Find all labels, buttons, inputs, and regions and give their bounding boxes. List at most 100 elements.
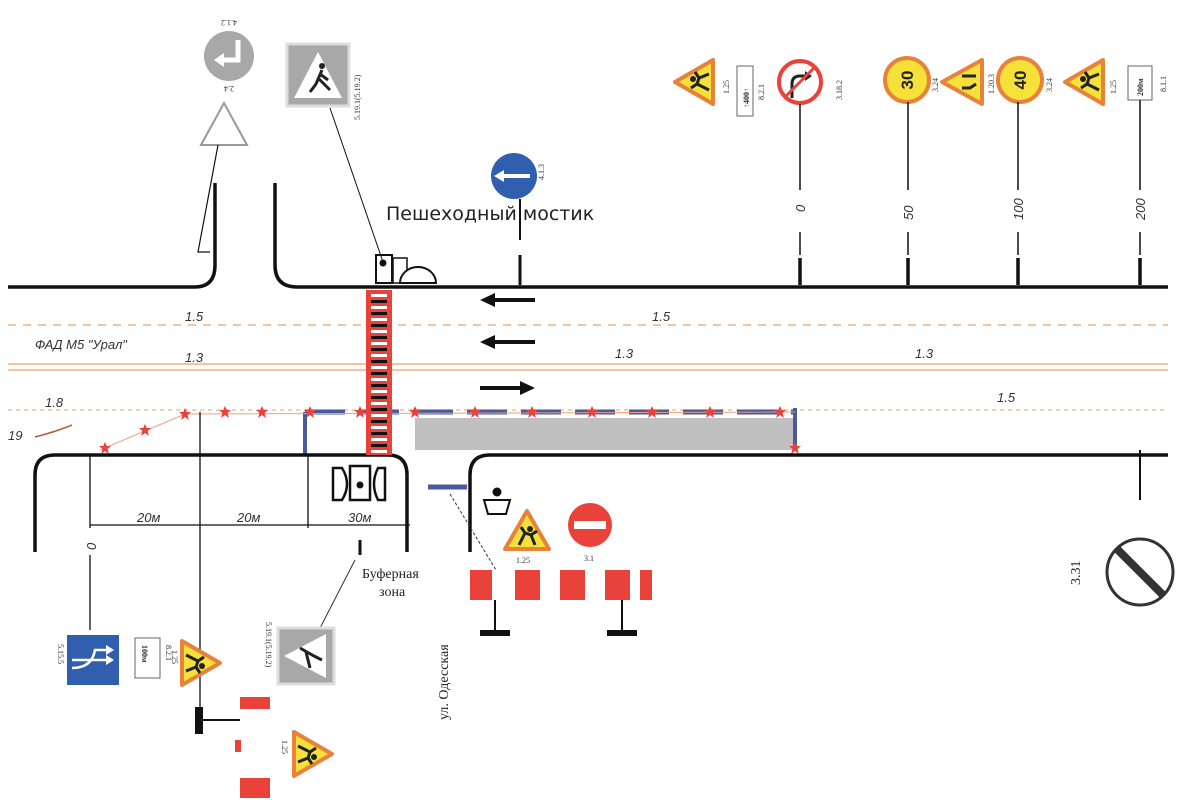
crosswalk-stripe bbox=[371, 294, 387, 297]
buffer-zone-label: зона bbox=[379, 585, 406, 600]
leader-line bbox=[317, 559, 356, 633]
closed-work-area bbox=[415, 418, 795, 450]
curb-top-left bbox=[8, 183, 217, 289]
sign-4-1-3: 4.1.3 bbox=[491, 153, 546, 285]
road-name: ФАД М5 "Урал" bbox=[35, 337, 128, 352]
crosswalk-stripe bbox=[371, 300, 387, 303]
svg-text:1.20.3: 1.20.3 bbox=[987, 74, 996, 94]
crosswalk-stripe bbox=[371, 390, 387, 393]
svg-text:4.1.2: 4.1.2 bbox=[221, 18, 237, 27]
crosswalk-stripe bbox=[371, 372, 387, 375]
svg-text:100м: 100м bbox=[140, 645, 149, 663]
marking-label: 1.5 bbox=[997, 390, 1016, 405]
crosswalk-stripe bbox=[371, 408, 387, 411]
sign-speed-limit-30: 30 3.24 bbox=[883, 56, 940, 104]
crosswalk-stripe bbox=[371, 396, 387, 399]
crosswalk-stripe bbox=[371, 348, 387, 351]
barrier-stripe bbox=[470, 570, 492, 600]
sign-plate-8-2-1: ↑400↑ 8.2.1 bbox=[736, 65, 766, 117]
svg-text:40: 40 bbox=[1011, 71, 1030, 90]
crosswalk-stripe bbox=[371, 336, 387, 339]
svg-text:3.18.2: 3.18.2 bbox=[835, 80, 844, 100]
curb-bottom-right bbox=[468, 453, 1168, 552]
svg-text:5.15.5: 5.15.5 bbox=[56, 644, 65, 664]
svg-text:30: 30 bbox=[898, 71, 917, 90]
crosswalk-stripe bbox=[371, 324, 387, 327]
svg-text:5.19.1(5.19.2): 5.19.1(5.19.2) bbox=[353, 74, 362, 120]
sign-code: 1.25 bbox=[280, 740, 289, 754]
marking-label: 1.3 bbox=[185, 350, 204, 365]
svg-text:8.1.1: 8.1.1 bbox=[1159, 76, 1168, 92]
svg-text:8.2.1: 8.2.1 bbox=[757, 84, 766, 100]
svg-text:3.24: 3.24 bbox=[1045, 78, 1054, 92]
svg-text:4.1.3: 4.1.3 bbox=[537, 164, 546, 180]
svg-text:8.2.1: 8.2.1 bbox=[164, 645, 173, 661]
crosswalk-stripe bbox=[371, 378, 387, 381]
street-name: ул. Одесская bbox=[437, 644, 452, 720]
crosswalk-stripe bbox=[371, 444, 387, 447]
barrier-stripe bbox=[560, 570, 585, 600]
traffic-cone-icon bbox=[139, 424, 151, 436]
crosswalk-stripe bbox=[371, 402, 387, 405]
sign-3-1-no-entry: 3.1 bbox=[568, 503, 612, 563]
sign-4-1-2: 4.1.2 2.4 bbox=[204, 18, 254, 93]
crosswalk-stripe bbox=[371, 360, 387, 363]
curb-top-right bbox=[273, 183, 1168, 289]
crosswalk-stripe bbox=[371, 366, 387, 369]
dimension-zero: 0 bbox=[84, 542, 99, 550]
crosswalk-stripe bbox=[371, 432, 387, 435]
arrow-right-icon bbox=[480, 381, 535, 395]
dimension-label: 20м bbox=[236, 510, 260, 525]
crosswalk-stripe bbox=[371, 384, 387, 387]
crosswalk-stripe bbox=[371, 342, 387, 345]
marking-label: 1.8 bbox=[45, 395, 64, 410]
sign-code: 1.25 bbox=[516, 556, 530, 565]
sign-crossing-top: 5.19.1(5.19.2) bbox=[285, 42, 384, 263]
svg-text:2.4: 2.4 bbox=[224, 84, 234, 93]
sign-3-31-end-of-restrictions: 3.31 bbox=[1069, 537, 1175, 607]
sign-plate-100m: 100м 8.2.1 bbox=[134, 637, 173, 679]
distance-label: 0 bbox=[793, 204, 808, 212]
road-machine-icon bbox=[331, 464, 387, 502]
barrier-stripe bbox=[515, 570, 540, 600]
sign-code: 1.25 bbox=[170, 650, 179, 664]
svg-text:3.1: 3.1 bbox=[584, 554, 594, 563]
crosswalk-stripe bbox=[371, 414, 387, 417]
marking-label: 19 bbox=[8, 428, 22, 443]
crosswalk-stripe bbox=[371, 438, 387, 441]
curb-bottom-left bbox=[33, 453, 409, 552]
barrier-stripe bbox=[605, 570, 630, 600]
sign-3-18-2-no-right-turn: 3.18.2 bbox=[777, 59, 844, 105]
barrier-stripe bbox=[640, 570, 652, 600]
sign-1-25 bbox=[503, 509, 551, 551]
barrier-left bbox=[195, 697, 270, 798]
svg-text:5.19.1(5.19.2): 5.19.1(5.19.2) bbox=[264, 622, 273, 668]
marking-label: 1.3 bbox=[615, 346, 634, 361]
sign-1-20-3-road-narrows: 1.20.3 bbox=[940, 58, 996, 106]
sign-1-25 bbox=[1063, 58, 1105, 106]
crosswalk-stripes bbox=[371, 294, 387, 453]
traffic-cone-icon bbox=[219, 406, 231, 418]
crosswalk-stripe bbox=[371, 354, 387, 357]
sign-1-25 bbox=[673, 58, 715, 106]
distance-label: 50 bbox=[901, 205, 916, 220]
sign-1-25 bbox=[180, 639, 222, 687]
crosswalk-stripe bbox=[371, 420, 387, 423]
sign-crossing-bottom: 5.19.1(5.19.2) bbox=[264, 622, 336, 686]
marking-arrow bbox=[34, 424, 73, 438]
crosswalk-stripe bbox=[371, 426, 387, 429]
sign-5-15-5-lanes: 5.15.5 bbox=[56, 635, 119, 685]
distance-label: 100 bbox=[1011, 198, 1026, 220]
sign-1-25 bbox=[292, 730, 334, 778]
crosswalk-stripe bbox=[371, 312, 387, 315]
marking-label: 1.3 bbox=[915, 346, 934, 361]
crosswalk-stripe bbox=[371, 306, 387, 309]
svg-text:3.31: 3.31 bbox=[1069, 561, 1084, 586]
crosswalk-stripe bbox=[371, 450, 387, 453]
sign-code: 1.25 bbox=[722, 80, 731, 94]
traffic-cone-icon bbox=[256, 406, 268, 418]
pedestrian-bridge-label: Пешеходный мостик bbox=[386, 203, 594, 225]
dimension-label: 20м bbox=[136, 510, 160, 525]
